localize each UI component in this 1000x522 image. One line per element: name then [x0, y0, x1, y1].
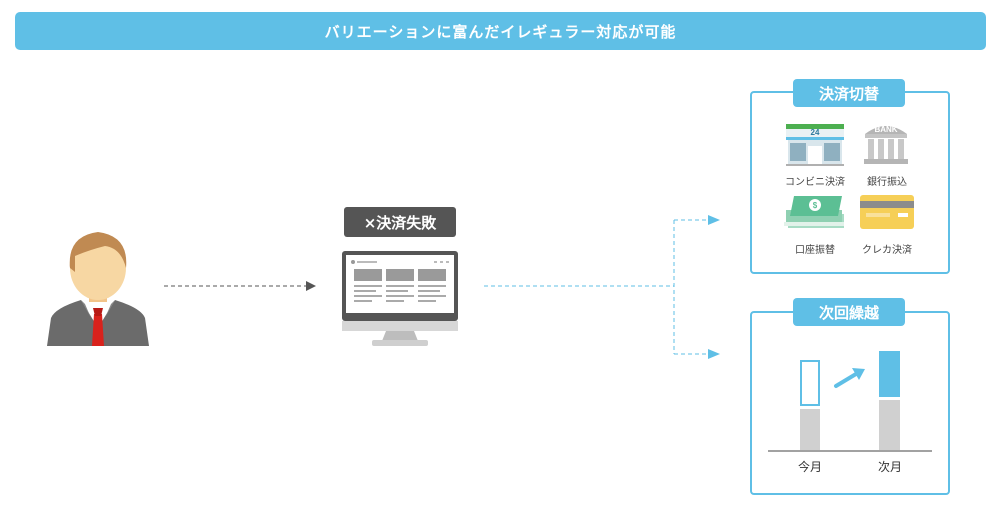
payment-option-label: コンビニ決済: [785, 177, 845, 188]
this-month-label: 今月: [797, 460, 822, 474]
payment-switch-title: 決済切替: [793, 79, 905, 107]
credit-card-icon: [860, 195, 914, 229]
carry-over-bars: [768, 351, 932, 452]
bank-sign-text: BANK: [874, 125, 897, 134]
computer-monitor-icon: [342, 251, 458, 346]
businessman-icon: [47, 232, 149, 346]
bank-icon: BANK: [864, 125, 908, 164]
payment-option-label: 口座振替: [795, 245, 835, 256]
payment-failed-badge: ×決済失敗: [344, 207, 456, 237]
next-month-bar: [879, 400, 900, 450]
next-month-label: 次月: [877, 460, 902, 474]
payment-option-label: 銀行振込: [867, 177, 907, 188]
this-month-bar: [800, 409, 820, 450]
convenience-store-icon: 24: [786, 124, 844, 166]
carry-over-title: 次回繰越: [793, 298, 905, 326]
payment-switch-panel: [750, 91, 950, 274]
header-banner: バリエーションに富んだイレギュラー対応が可能: [15, 12, 986, 50]
store-sign-text: 24: [811, 128, 820, 137]
payment-option-label: クレカ決済: [862, 245, 912, 256]
carry-over-arrow: [834, 372, 858, 388]
money-bills-icon: $: [784, 196, 844, 228]
this-month-missing-bar: [800, 360, 820, 406]
svg-text:$: $: [813, 201, 818, 210]
arrow-to-monitor: [164, 281, 316, 291]
branch-arrows: [484, 215, 720, 359]
next-month-carried-bar: [879, 351, 900, 397]
